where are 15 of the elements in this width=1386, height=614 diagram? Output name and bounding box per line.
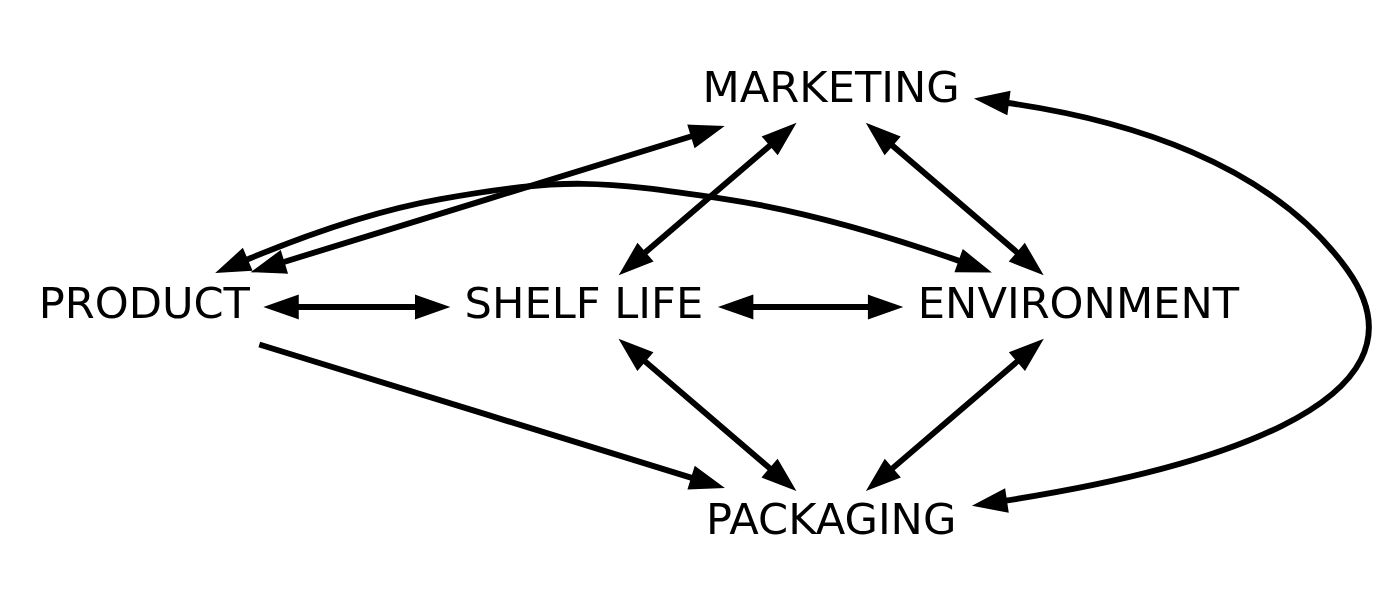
arrow xyxy=(618,338,797,492)
arrow xyxy=(215,180,992,274)
arrow xyxy=(263,294,451,320)
node-text: SHELF LIFE xyxy=(464,277,704,328)
node-text: PACKAGING xyxy=(705,493,957,544)
arrow xyxy=(971,90,1372,513)
node-text: MARKETING xyxy=(702,62,960,113)
arrow xyxy=(865,338,1044,492)
arrow xyxy=(258,341,725,490)
node-text: ENVIRONMENT xyxy=(917,277,1240,328)
arrow xyxy=(717,294,904,320)
arrow xyxy=(865,122,1044,276)
arrow xyxy=(618,122,797,276)
node-text: PRODUCT xyxy=(38,277,250,328)
arrow xyxy=(250,124,725,274)
